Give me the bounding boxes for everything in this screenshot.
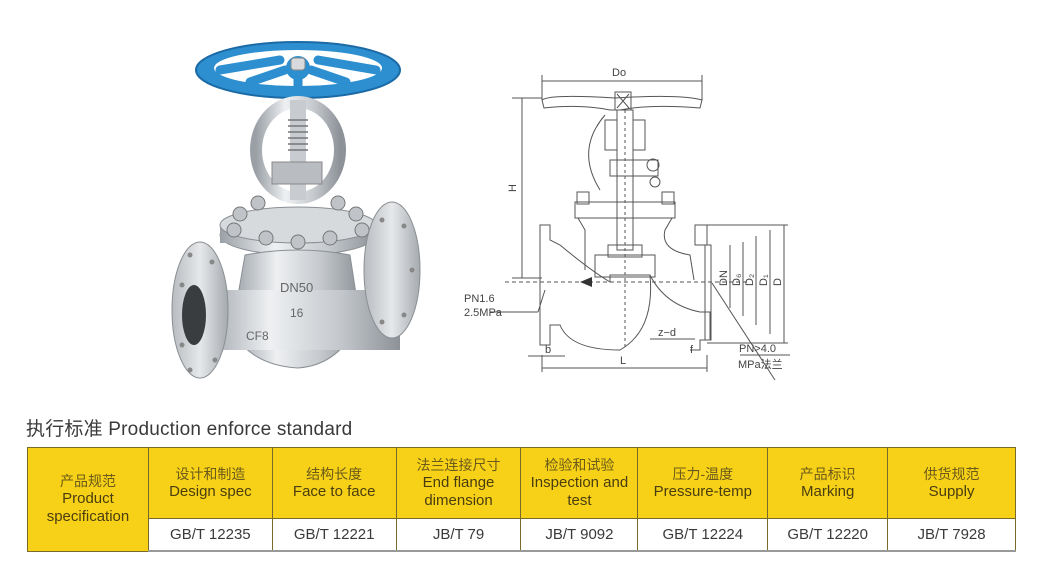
- label-dn: DN: [718, 270, 730, 286]
- label-pn-high: PN>4.0: [739, 343, 776, 355]
- cell-marking: GB/T 12220: [767, 518, 889, 552]
- label-d1: D₁: [758, 274, 770, 286]
- label-do: Do: [612, 67, 626, 79]
- label-mpa-high: MPa法兰: [738, 357, 783, 371]
- cell-face-to-face: GB/T 12221: [271, 518, 397, 552]
- table-row: GB/T 12235 GB/T 12221 JB/T 79 JB/T 9092 …: [28, 518, 1016, 552]
- label-l: L: [620, 355, 626, 367]
- svg-text:DN50: DN50: [280, 280, 313, 295]
- row-header-product-spec: 产品规范 Product specification: [27, 447, 149, 552]
- label-pn-low: PN1.6: [464, 293, 495, 305]
- label-mpa-low: 2.5MPa: [464, 307, 503, 319]
- valve-product-photo: DN50 16 CF8: [160, 30, 440, 400]
- cell-pressure-temp: GB/T 12224: [637, 518, 769, 552]
- label-b: b: [545, 344, 551, 356]
- label-d2: D₂: [744, 274, 756, 286]
- svg-text:CF8: CF8: [246, 329, 269, 343]
- svg-text:16: 16: [290, 306, 304, 320]
- label-f: f: [690, 344, 694, 356]
- cell-supply: JB/T 7928: [887, 518, 1016, 552]
- section-title: 执行标准 Production enforce standard: [26, 419, 353, 440]
- label-h: H: [507, 184, 519, 192]
- cell-design-spec: GB/T 12235: [147, 518, 273, 552]
- label-zd: z−d: [658, 327, 676, 339]
- cell-inspection: JB/T 9092: [520, 518, 639, 552]
- cell-end-flange: JB/T 79: [395, 518, 522, 552]
- valve-dimension-drawing: Do H PN1.6 2.5MPa b L z−d f PN>4.0 MPa法兰…: [450, 50, 800, 390]
- label-d: D: [772, 278, 784, 286]
- label-d6: D₆: [731, 274, 743, 286]
